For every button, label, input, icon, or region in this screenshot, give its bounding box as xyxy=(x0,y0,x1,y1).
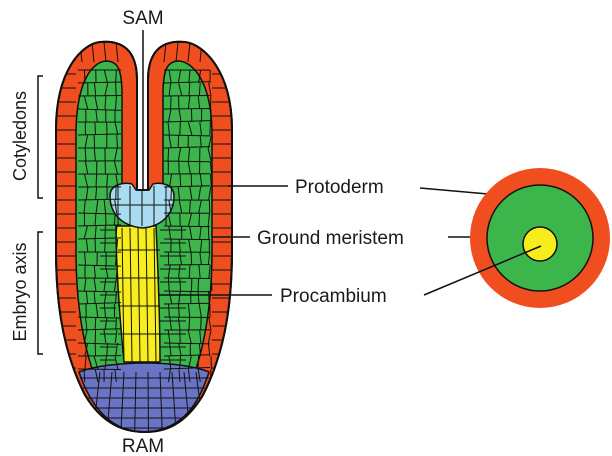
cotyledons-bracket xyxy=(38,76,43,198)
embryo-axis-label: Embryo axis xyxy=(10,242,30,341)
ram-label: RAM xyxy=(122,436,164,456)
cell-wall xyxy=(96,174,97,187)
cell-wall xyxy=(191,252,192,265)
cell-wall xyxy=(95,122,96,135)
cotyledons-label: Cotyledons xyxy=(10,91,30,181)
protoderm-label: Protoderm xyxy=(295,177,384,198)
cell-wall xyxy=(198,278,199,291)
cell-wall xyxy=(168,148,169,161)
cross-section-diagram xyxy=(470,168,610,308)
cell-wall xyxy=(105,239,106,252)
cell-wall xyxy=(116,70,117,83)
cell-wall xyxy=(84,369,85,382)
cell-wall xyxy=(180,122,181,135)
cell-wall xyxy=(116,83,117,96)
sam-label: SAM xyxy=(122,8,163,29)
cell-wall xyxy=(94,135,95,148)
protoderm-leader-right xyxy=(420,188,488,194)
cell-wall xyxy=(164,226,210,227)
cross-section-procambium xyxy=(523,227,557,261)
cell-wall xyxy=(164,317,210,318)
procambium-label: Procambium xyxy=(280,286,387,307)
embryo-longitudinal-section xyxy=(56,42,232,432)
cell-wall xyxy=(211,278,212,291)
cell-wall xyxy=(191,174,192,187)
cell-wall xyxy=(164,108,210,109)
cell-wall xyxy=(178,135,179,148)
cell-wall xyxy=(171,187,172,200)
ground-meristem-label: Ground meristem xyxy=(257,228,404,249)
embryo-axis-bracket xyxy=(38,232,43,354)
cell-wall xyxy=(189,265,190,278)
cell-wall xyxy=(84,70,85,83)
